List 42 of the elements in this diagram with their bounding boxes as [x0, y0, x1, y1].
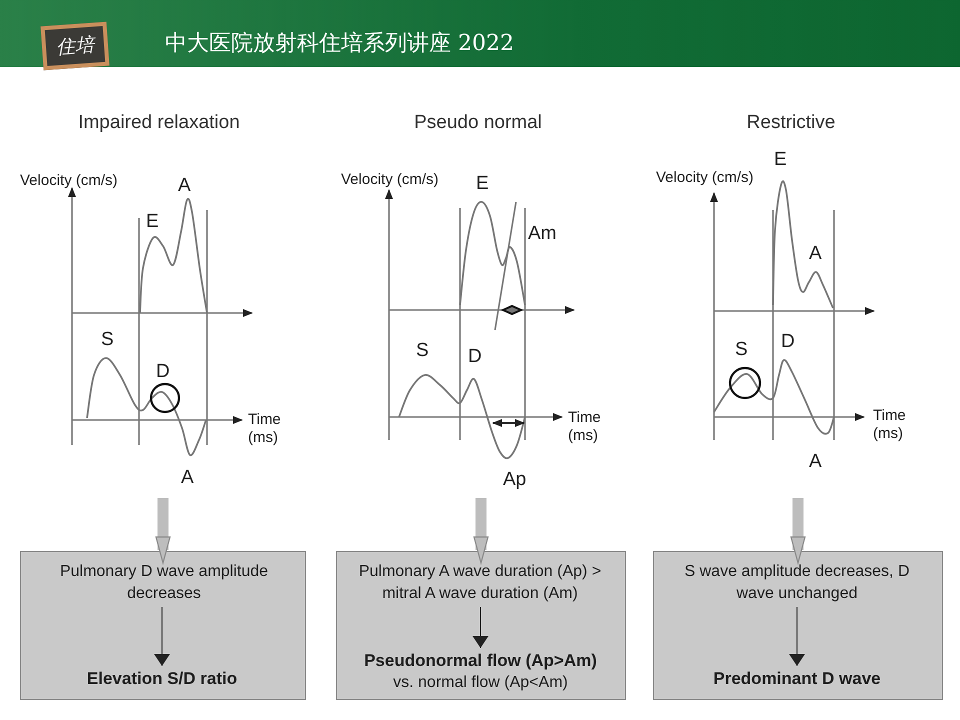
axis-label: Velocity (cm/s): [20, 172, 118, 190]
wave-label: A: [809, 244, 822, 263]
chalkboard-sign: 住培: [40, 22, 110, 70]
finding-text: S wave amplitude decreases, D wave unchanged: [664, 561, 930, 605]
axis-label: Velocity (cm/s): [341, 171, 439, 189]
result-box: [20, 551, 306, 700]
axis-label: Time (ms): [248, 411, 282, 447]
wave-label: S: [101, 330, 114, 349]
axis-label: Time (ms): [873, 407, 907, 443]
finding-text: vs. normal flow (Ap<Am): [392, 673, 569, 693]
block-arrow: [790, 498, 806, 564]
conclusion-text: Elevation S/D ratio: [31, 668, 293, 690]
wave-label: D: [468, 347, 482, 366]
wave-label: S: [416, 341, 429, 360]
wave-label: A: [178, 176, 191, 195]
finding-text: Pulmonary A wave duration (Ap) > mitral A wave duration (Am): [347, 561, 613, 605]
arrow: [789, 606, 805, 666]
wave-label: Am: [528, 224, 556, 243]
arrow: [154, 606, 170, 666]
conclusion-text: Pseudonormal flow (Ap>Am): [363, 650, 598, 672]
wave-label: Ap: [503, 470, 526, 489]
panel-heading: Restrictive: [746, 112, 836, 134]
wave-label: S: [735, 340, 748, 359]
finding-text: Pulmonary D wave amplitude decreases: [41, 561, 287, 605]
block-arrow: [155, 498, 171, 564]
wave-label: D: [781, 332, 795, 351]
wave-label: D: [156, 362, 170, 381]
arrow: [472, 606, 488, 648]
wave-label: E: [146, 212, 159, 231]
panel-heading: Pseudo normal: [413, 112, 543, 134]
wave-label: A: [809, 452, 822, 471]
conclusion-text: Predominant D wave: [664, 668, 930, 690]
wave-label: E: [774, 150, 787, 169]
block-arrow: [473, 498, 489, 564]
result-box: [336, 551, 626, 700]
header-title: 中大医院放射科住培系列讲座 2022: [165, 30, 514, 58]
wave-label: A: [181, 468, 194, 487]
wave-label: E: [476, 174, 489, 193]
axis-label: Velocity (cm/s): [656, 169, 754, 187]
axis-label: Time (ms): [568, 409, 602, 445]
panel-heading: Impaired relaxation: [77, 112, 241, 134]
result-box: [653, 551, 943, 700]
